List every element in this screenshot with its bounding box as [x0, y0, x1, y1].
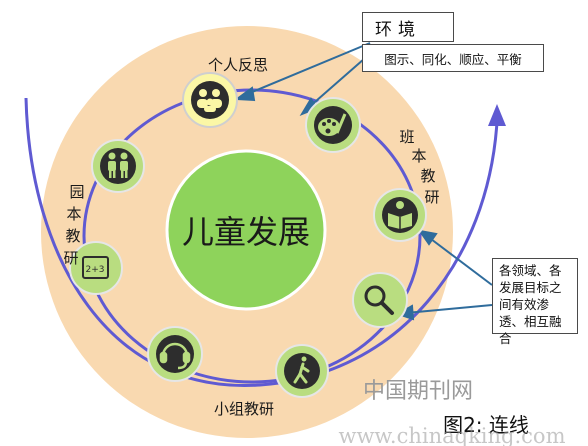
svg-text:2+3: 2+3	[86, 265, 105, 275]
class-label-char: 研	[424, 188, 439, 206]
env-arrows	[234, 42, 381, 117]
node-children	[91, 139, 145, 193]
people-icon	[197, 89, 222, 112]
class-label-char: 班	[399, 128, 414, 146]
node-magnifier	[352, 272, 408, 328]
runner-icon	[293, 356, 310, 384]
goal-note: 各领域、各发展目标之间有效渗透、相互融合	[492, 258, 578, 346]
environment-detail: 图示、同化、顺应、平衡	[362, 44, 544, 72]
palette-icon	[318, 113, 347, 136]
growth-arc-arrowhead	[488, 104, 506, 126]
headset-icon	[159, 342, 191, 370]
growth-arc	[24, 97, 499, 387]
garden-label-char: 园	[69, 183, 84, 201]
url-watermark: www.chinaqking.com	[338, 424, 565, 446]
node-headset	[147, 326, 203, 382]
children-icon	[108, 152, 128, 178]
label-personal: 个人反思	[208, 56, 268, 74]
garden-label-char: 研	[63, 249, 78, 267]
caption: 图2: 连线	[443, 413, 529, 437]
node-reading	[373, 188, 427, 242]
center-label: 儿童发展	[182, 213, 310, 251]
label-group: 小组教研	[214, 400, 274, 418]
garden-label-char: 教	[65, 227, 80, 245]
class-label-char: 本	[411, 147, 426, 165]
center-circle	[165, 149, 327, 311]
node-mathboard: 2+3	[69, 241, 123, 295]
node-personal	[182, 72, 238, 128]
node-runner	[275, 344, 329, 398]
math-board-icon: 2+3	[82, 256, 109, 279]
reading-icon	[388, 201, 412, 229]
environment-title: 环境	[362, 12, 454, 42]
node-palette	[305, 97, 361, 153]
magnifier-icon	[364, 285, 394, 315]
goal-arrows	[395, 229, 493, 321]
class-label-char: 教	[420, 167, 435, 185]
garden-label-char: 本	[66, 205, 81, 223]
watermark: 中国期刊网	[363, 379, 473, 404]
